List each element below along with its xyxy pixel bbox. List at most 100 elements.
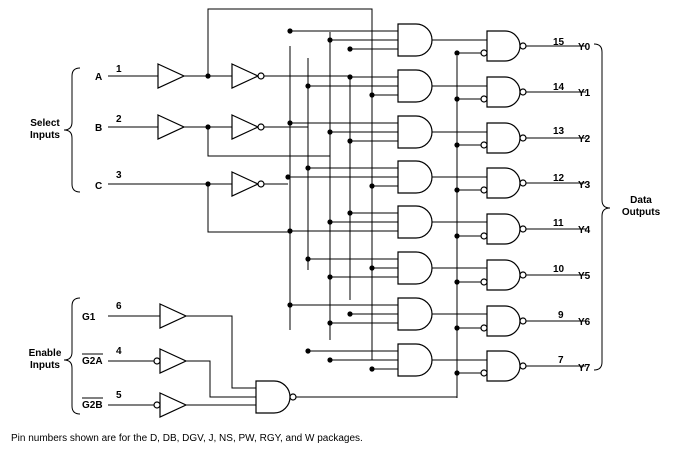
enable-buffer-1: [159, 348, 188, 374]
nand-gate-0-bubble: [519, 42, 527, 50]
enable-inputs-brace: [63, 297, 81, 415]
nand-gate-1-input-bubble: [480, 95, 488, 103]
and-gate-6: [397, 297, 433, 331]
junction-dot: [287, 28, 293, 34]
junction-dot: [287, 302, 293, 308]
rail-c-true-feed: [207, 184, 288, 233]
and-0-to-nand: [432, 39, 488, 41]
nand-gate-6-input-bubble: [480, 324, 488, 332]
junction-dot: [305, 165, 311, 171]
nand-gate-7-bubble: [519, 362, 527, 370]
data-outputs-label-line2: Outputs: [622, 207, 661, 218]
nand-gate-4-input-bubble: [480, 232, 488, 240]
output-y4-label: Y4: [578, 225, 591, 236]
junction-dot: [454, 325, 460, 331]
junction-dot: [347, 74, 353, 80]
junction-dot: [287, 228, 293, 234]
input-b-inverter-bubble: [257, 123, 265, 131]
input-g2b-label: G2B: [82, 400, 103, 411]
input-a-buffer: [157, 63, 186, 89]
output-y4-pin: 11: [553, 218, 564, 229]
nand-gate-1-bubble: [519, 88, 527, 96]
input-c-label: C: [95, 181, 102, 192]
junction-dot: [347, 311, 353, 317]
footnote: Pin numbers shown are for the D, DB, DGV…: [11, 433, 363, 444]
junction-dot: [454, 142, 460, 148]
junction-dot: [205, 73, 211, 79]
junction-dot: [454, 187, 460, 193]
select-inputs-brace: [63, 67, 81, 193]
input-g2b-pin: 5: [116, 390, 122, 401]
and-gate-4: [397, 205, 433, 239]
nand-gate-7-input-bubble: [480, 369, 488, 377]
enable-nand-bubble: [289, 393, 297, 401]
junction-dot: [454, 370, 460, 376]
enable-buffer-1-input-bubble: [153, 357, 161, 365]
output-y3-pin: 12: [553, 173, 565, 184]
junction-dot: [347, 210, 353, 216]
nand-gate-4-bubble: [519, 225, 527, 233]
junction-dot: [327, 357, 333, 363]
enable-inputs-label-line1: Enable: [29, 348, 62, 359]
nand-gate-0: [486, 30, 521, 62]
and-3-to-nand: [432, 176, 488, 178]
enable-buffer-2-input-bubble: [153, 401, 161, 409]
nand-gate-3-bubble: [519, 179, 527, 187]
junction-dot: [205, 124, 211, 130]
nand-gate-5-bubble: [519, 271, 527, 279]
enable-buffer-0: [159, 303, 188, 329]
input-b-buffer: [157, 114, 186, 140]
output-y6-pin: 9: [558, 310, 564, 321]
junction-dot: [454, 233, 460, 239]
junction-dot: [454, 50, 460, 56]
junction-dot: [205, 181, 211, 187]
and-1-to-nand: [432, 85, 488, 87]
junction-dot: [347, 138, 353, 144]
and-gate-1: [397, 69, 433, 103]
junction-dot: [327, 274, 333, 280]
enable-buffer-2: [159, 392, 188, 418]
nand-gate-2-input-bubble: [480, 141, 488, 149]
nand-gate-6: [486, 305, 521, 337]
junction-dot: [454, 96, 460, 102]
g2a-to-nand: [186, 360, 256, 398]
input-g2a-pin: 4: [116, 346, 122, 357]
junction-dot: [327, 320, 333, 326]
junction-dot: [347, 46, 353, 52]
junction-dot: [369, 366, 375, 372]
nand-gate-5: [486, 259, 521, 291]
output-y7-pin: 7: [558, 355, 564, 366]
input-a-label: A: [95, 72, 102, 83]
nand-gate-2: [486, 122, 521, 154]
and-gate-7: [397, 343, 433, 377]
output-y1-pin: 14: [553, 82, 565, 93]
wiring: [108, 8, 586, 406]
input-b-inverter: [231, 114, 260, 140]
junction-dot: [287, 120, 293, 126]
nand-gate-0-input-bubble: [480, 49, 488, 57]
select-inputs-label-line2: Inputs: [30, 130, 60, 141]
input-a-pin: 1: [116, 64, 122, 75]
input-b-label: B: [95, 123, 102, 134]
input-g1-label: G1: [82, 312, 96, 323]
and-gate-5: [397, 251, 433, 285]
output-y2-label: Y2: [578, 134, 591, 145]
nand-gate-4: [486, 213, 521, 245]
enable-nand-gate: [255, 380, 291, 414]
rail-b-true-feed: [207, 127, 330, 157]
data-outputs-label-line1: Data: [630, 195, 652, 206]
junction-dot: [305, 83, 311, 89]
output-y2-pin: 13: [553, 126, 565, 137]
output-y0-label: Y0: [578, 42, 591, 53]
junction-dot: [369, 183, 375, 189]
input-a-inverter-bubble: [257, 72, 265, 80]
data-outputs-brace: [593, 43, 611, 371]
output-y5-label: Y5: [578, 271, 591, 282]
g1-to-nand: [186, 315, 256, 389]
junction-dot: [369, 92, 375, 98]
output-y7-label: Y7: [578, 363, 591, 374]
junction-dot: [305, 348, 311, 354]
junction-dot: [369, 265, 375, 271]
output-y1-label: Y1: [578, 88, 591, 99]
